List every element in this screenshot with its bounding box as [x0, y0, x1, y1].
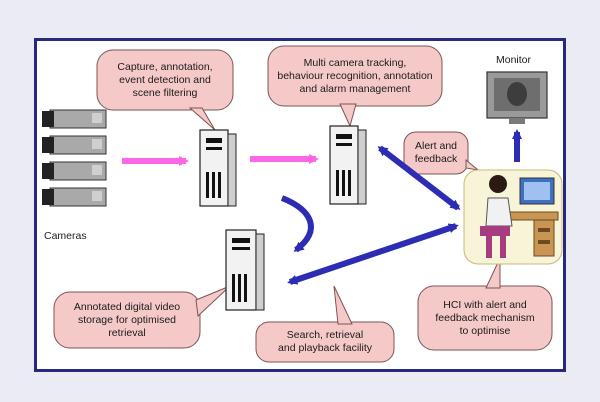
server-capture-icon: [199, 129, 237, 207]
bubble-storage: [53, 285, 231, 349]
bubble-search: [255, 285, 395, 363]
label-capture: Capture, annotation, event detection and…: [117, 60, 213, 99]
bubble-tracking: [267, 45, 443, 128]
label-cameras: Cameras: [44, 230, 87, 242]
bubble-capture: [96, 49, 234, 131]
label-alert: Alert and feedback: [414, 140, 458, 165]
label-tracking: Multi camera tracking, behaviour recogni…: [277, 56, 433, 95]
server-tracking-icon: [329, 125, 367, 205]
label-storage: Annotated digital video storage for opti…: [73, 300, 181, 339]
operator-workstation-icon: [463, 169, 563, 265]
link-arrow-capture-to-storage: [280, 195, 314, 253]
bubble-hci: [417, 257, 553, 351]
cameras-icon: [42, 109, 107, 207]
monitor-icon: [486, 71, 548, 124]
label-hci: HCI with alert and feedback mechanism to…: [435, 298, 535, 337]
link-arrow-tracking-hci: [377, 145, 461, 211]
link-arrow-storage-hci: [287, 223, 459, 285]
server-storage-icon: [225, 229, 265, 311]
label-search: Search, retrieval and playback facility: [278, 329, 372, 354]
label-monitor: Monitor: [496, 54, 532, 66]
